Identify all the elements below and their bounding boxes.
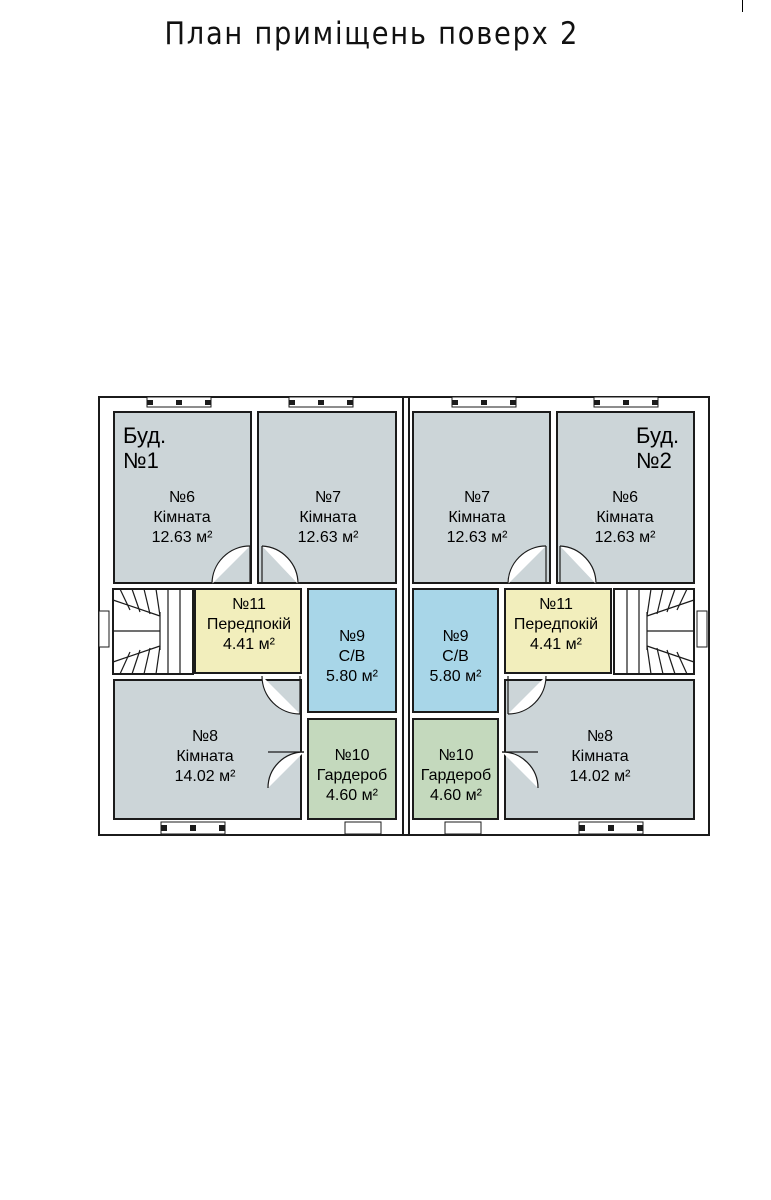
room-name: Передпокій <box>206 616 292 633</box>
room-number: №6 <box>168 489 196 506</box>
room-number: №10 <box>334 747 370 764</box>
room-label-b2-6: №6 Кімната 12.63 м² <box>575 488 675 548</box>
room-b1-11 <box>194 588 302 674</box>
room-number: №7 <box>314 489 342 506</box>
stairs-b2 <box>613 588 695 675</box>
room-area: 5.80 м² <box>326 668 378 685</box>
room-name: С/В <box>338 648 366 665</box>
room-label-b1-10: №10 Гардероб 4.60 м² <box>303 746 401 806</box>
room-b2-10 <box>412 718 499 820</box>
room-area: 5.80 м² <box>429 668 482 685</box>
corner-mark <box>742 0 743 12</box>
room-number: №6 <box>611 489 639 506</box>
building-label-2-line1: Буд. <box>636 423 680 448</box>
room-number: №8 <box>586 728 614 745</box>
room-number: №9 <box>442 628 469 645</box>
room-label-b2-8: №8 Кімната 14.02 м² <box>550 727 650 787</box>
room-name: Гардероб <box>420 767 492 784</box>
building-label-1: Буд. №1 <box>123 423 166 473</box>
room-label-b1-11: №11 Передпокій 4.41 м² <box>195 595 303 655</box>
building-label-1-line2: №1 <box>123 448 159 473</box>
room-number: №7 <box>463 489 491 506</box>
room-area: 12.63 м² <box>446 529 508 546</box>
room-label-b2-9: №9 С/В 5.80 м² <box>413 627 498 687</box>
room-area: 4.60 м² <box>326 787 378 804</box>
room-name: Кімната <box>176 748 234 765</box>
room-name: Кімната <box>571 748 629 765</box>
building-label-2: Буд. №2 <box>636 423 679 473</box>
room-b1-9 <box>307 588 397 713</box>
room-area: 14.02 м² <box>174 768 236 785</box>
room-area: 4.60 м² <box>430 787 482 804</box>
room-b1-10 <box>307 718 397 820</box>
room-name: С/В <box>442 648 469 665</box>
room-label-b1-8: №8 Кімната 14.02 м² <box>155 727 255 787</box>
room-name: Передпокій <box>513 616 599 633</box>
room-name: Кімната <box>299 509 357 526</box>
building-label-1-line1: Буд. <box>123 423 167 448</box>
building-label-2-line2: №2 <box>636 448 672 473</box>
room-area: 4.41 м² <box>530 636 582 653</box>
room-b2-9 <box>412 588 499 713</box>
stairs-b1 <box>112 588 194 675</box>
room-number: №9 <box>338 628 366 645</box>
room-area: 12.63 м² <box>297 529 359 546</box>
page-title: План приміщень поверх 2 <box>164 16 580 52</box>
room-area: 12.63 м² <box>594 529 656 546</box>
room-number: №8 <box>191 728 219 745</box>
party-wall <box>402 396 410 836</box>
room-area: 12.63 м² <box>151 529 213 546</box>
room-b2-11 <box>504 588 612 674</box>
room-label-b2-10: №10 Гардероб 4.60 м² <box>407 746 505 806</box>
room-area: 4.41 м² <box>223 636 275 653</box>
room-name: Гардероб <box>316 767 388 784</box>
room-label-b1-6: №6 Кімната 12.63 м² <box>132 488 232 548</box>
room-number: №11 <box>539 596 573 613</box>
room-label-b2-7: №7 Кімната 12.63 м² <box>427 488 527 548</box>
room-label-b1-9: №9 С/В 5.80 м² <box>308 627 396 687</box>
room-b1-8 <box>113 679 302 820</box>
room-name: Кімната <box>448 509 506 526</box>
room-label-b2-11: №11 Передпокій 4.41 м² <box>502 595 610 655</box>
room-label-b1-7: №7 Кімната 12.63 м² <box>278 488 378 548</box>
room-name: Кімната <box>596 509 654 526</box>
room-number: №10 <box>438 747 474 764</box>
room-name: Кімната <box>153 509 211 526</box>
room-number: №11 <box>232 596 266 613</box>
room-area: 14.02 м² <box>569 768 631 785</box>
